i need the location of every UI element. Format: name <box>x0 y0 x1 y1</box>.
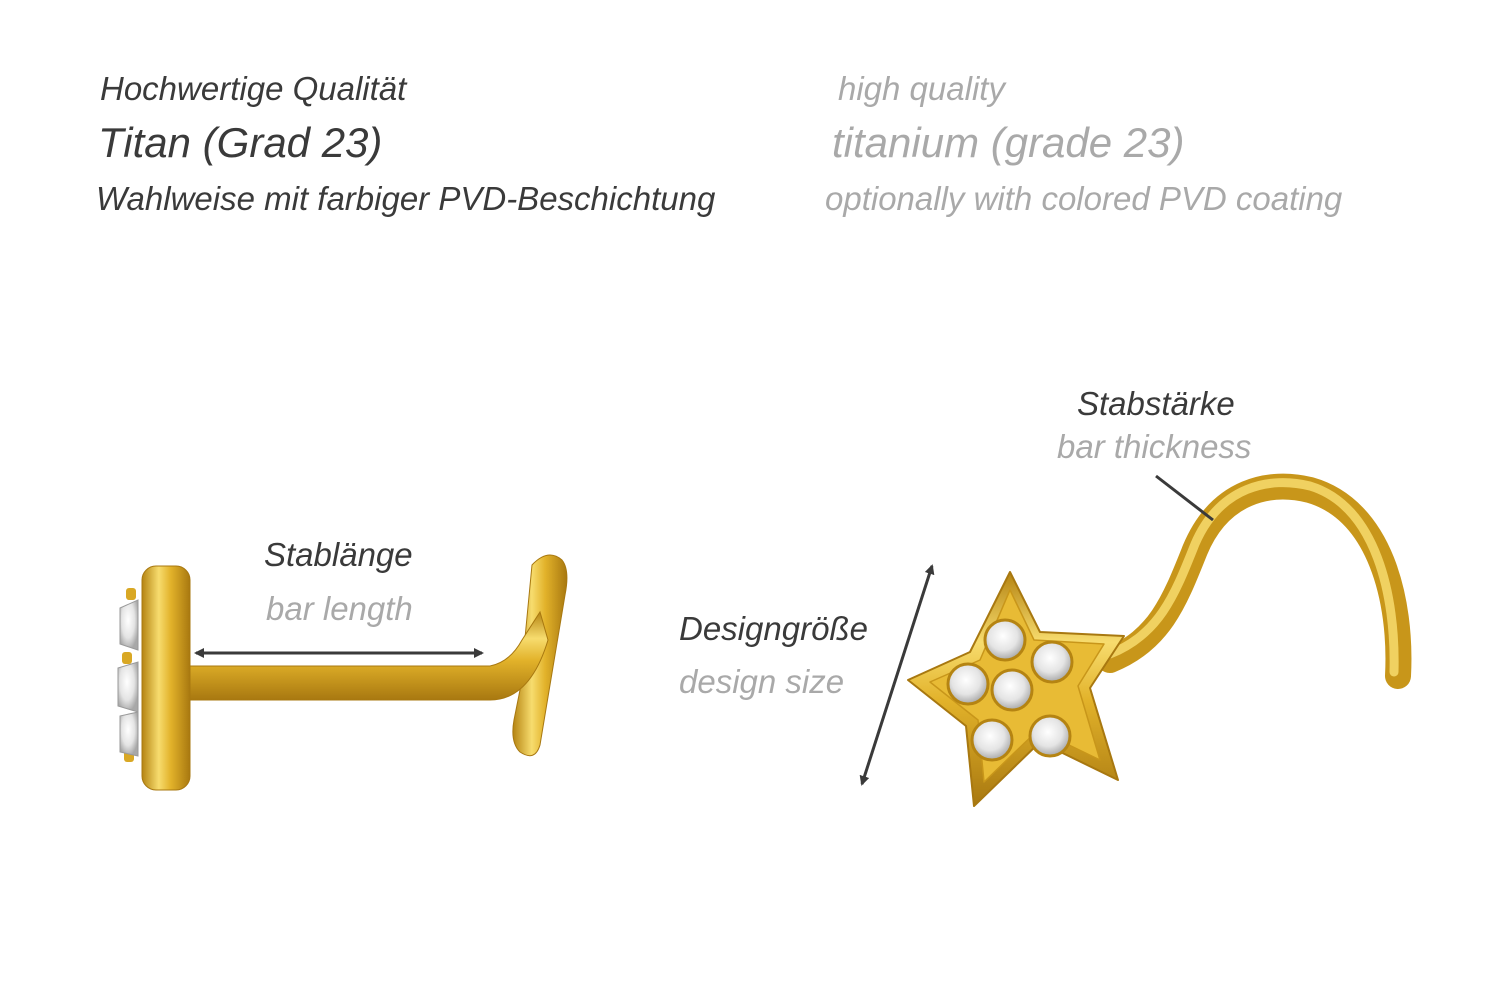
star-stones <box>946 618 1074 762</box>
material-label-en: titanium (grade 23) <box>832 119 1185 166</box>
stone <box>1030 640 1074 684</box>
coating-label-en: optionally with colored PVD coating <box>825 180 1343 217</box>
stud-bar <box>184 610 549 701</box>
bar-thickness-label-en: bar thickness <box>1057 428 1252 465</box>
stone <box>1028 714 1072 758</box>
stone <box>946 662 990 706</box>
screw-stud <box>907 473 1412 807</box>
quality-label-de: Hochwertige Qualität <box>100 70 407 107</box>
stud-gem <box>119 599 139 651</box>
bar-length-label-en: bar length <box>266 590 413 627</box>
bar-thickness-pointer <box>1155 474 1214 522</box>
design-size-label-en: design size <box>679 663 845 700</box>
coating-label-de: Wahlweise mit farbiger PVD-Beschichtung <box>96 180 716 217</box>
bar-length-label-de: Stablänge <box>264 536 413 573</box>
stud-head-plate <box>141 565 191 791</box>
stone <box>983 618 1027 662</box>
stone <box>990 668 1034 712</box>
stud-gem <box>117 661 139 713</box>
bar-thickness-label-de: Stabstärke <box>1077 385 1235 422</box>
quality-label-en: high quality <box>838 70 1005 107</box>
stone <box>970 718 1014 762</box>
stud-gem <box>119 711 139 757</box>
l-shape-stud <box>117 554 568 791</box>
material-label-de: Titan (Grad 23) <box>98 119 383 166</box>
design-size-arrow <box>859 564 935 786</box>
design-size-label-de: Designgröße <box>679 610 868 647</box>
